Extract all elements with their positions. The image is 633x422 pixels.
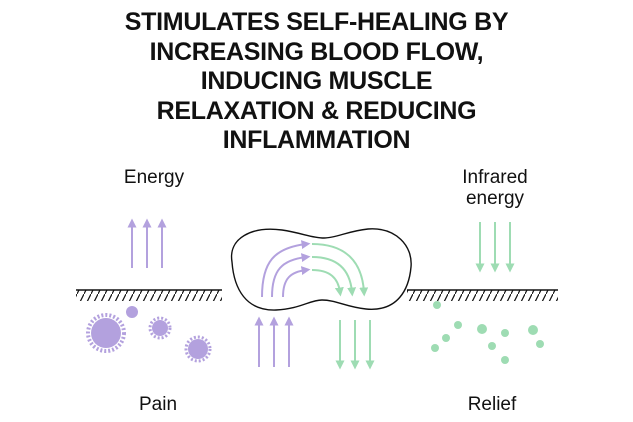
pain-particle-medium-2 [184, 335, 212, 363]
infrared-energy-label: Infrared energy [440, 167, 550, 209]
headline-line-3: INDUCING MUSCLE [200, 67, 433, 95]
pain-label: Pain [138, 394, 178, 415]
left-skin-surface [76, 289, 222, 301]
headline-line-1: STIMULATES SELF-HEALING BY [124, 8, 509, 36]
infrared-down-arrows [475, 222, 515, 273]
pain-particles [86, 306, 212, 363]
pad-purple-curves [261, 240, 311, 298]
energy-label: Energy [123, 167, 185, 188]
headline-line-4: RELAXATION & REDUCING [156, 96, 477, 125]
headline: STIMULATES SELF-HEALING BY INCREASING BL… [0, 8, 633, 156]
relief-particles [431, 301, 544, 364]
energy-up-arrows [127, 218, 167, 268]
right-skin-surface [407, 289, 558, 301]
pad-down-arrows [335, 320, 375, 370]
pad-green-curves [311, 243, 369, 297]
pain-particle-large [86, 313, 126, 353]
pad-up-arrows [254, 316, 294, 367]
headline-line-5: INFLAMMATION [222, 126, 411, 154]
pain-particle-small [126, 306, 138, 318]
headline-line-2: INCREASING BLOOD FLOW, [149, 37, 484, 66]
infrared-label-line-1: Infrared [462, 167, 528, 188]
heating-pad-outline [230, 228, 412, 311]
infrared-label-line-2: energy [465, 188, 525, 209]
relief-label: Relief [467, 394, 517, 415]
pain-particle-medium [148, 316, 172, 340]
